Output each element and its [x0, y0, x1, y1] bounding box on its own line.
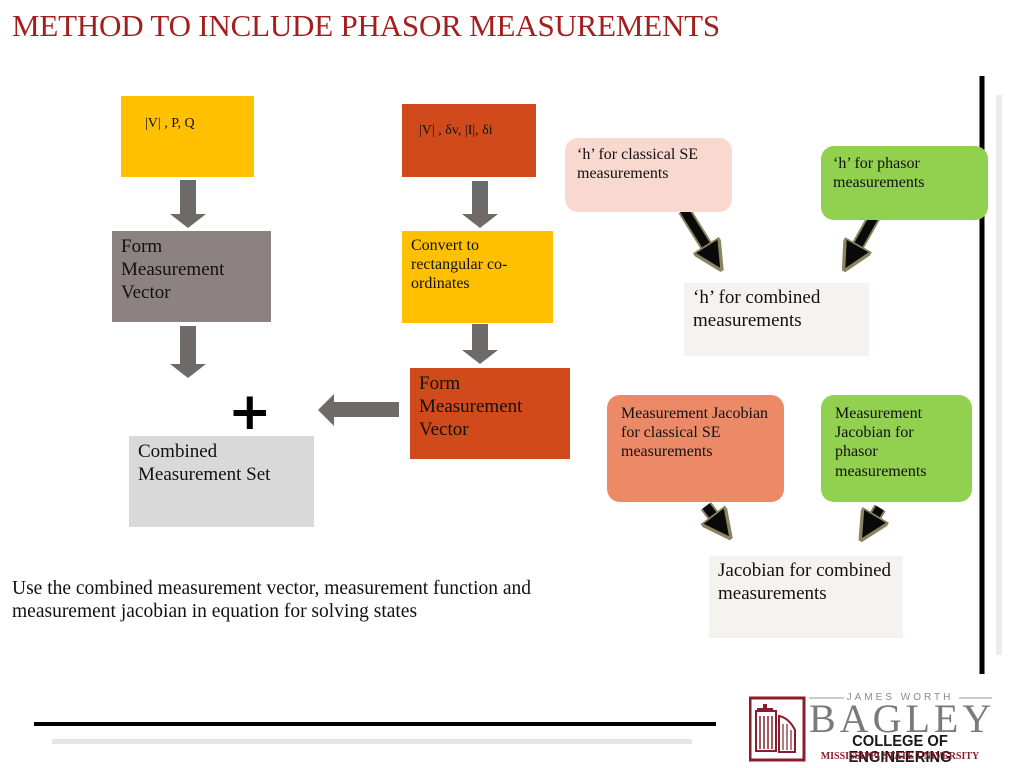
logo-top-line: JAMES WORTH	[846, 692, 954, 703]
plus-sign: +	[228, 382, 272, 442]
convert-label: Convert to rectangular co-ordinates	[411, 237, 508, 293]
h-classical-box: ‘h’ for classical SE measurements	[565, 138, 732, 212]
combined-set-box: Combined Measurement Set	[129, 436, 314, 527]
summary-text: Use the combined measurement vector, mea…	[12, 578, 532, 623]
arrow-h-classical	[680, 207, 714, 258]
right-shadow-bar	[996, 95, 1002, 655]
arrow-left-merge	[318, 394, 399, 426]
h-combined-box: ‘h’ for combined measurements	[684, 283, 869, 356]
phasor-input-box: |V| , δv, |I|, δi	[402, 104, 536, 177]
jacobian-combined-label: Jacobian for combined measurements	[718, 560, 892, 604]
convert-box: Convert to rectangular co-ordinates	[402, 231, 553, 323]
jacobian-phasor-label: Measurement Jacobian for phasor measurem…	[835, 405, 927, 480]
h-phasor-label: ‘h’ for phasor measurements	[833, 155, 925, 192]
bagley-logo	[749, 696, 992, 762]
classical-input-box: |V| , P, Q	[121, 96, 254, 177]
classical-input-label: |V| , P, Q	[145, 116, 195, 131]
building-icon	[755, 704, 796, 753]
arrow-jac-phasor	[868, 505, 880, 528]
logo-name: BAGLEY	[809, 696, 996, 741]
logo-university: MISSISSIPPI STATE UNIVERSITY	[820, 751, 980, 762]
arrow-jac-classical	[706, 503, 722, 527]
jacobian-classical-label: Measurement Jacobian for classical SE me…	[621, 405, 769, 461]
slide-title: METHOD TO INCLUDE PHASOR MEASUREMENTS	[12, 8, 720, 43]
phasor-input-label: |V| , δv, |I|, δi	[419, 123, 493, 138]
combined-set-label: Combined Measurement Set	[138, 441, 271, 485]
jacobian-classical-box: Measurement Jacobian for classical SE me…	[607, 395, 784, 502]
arrow-down-left-1	[170, 180, 206, 228]
logo-frame	[749, 696, 806, 762]
jacobian-combined-box: Jacobian for combined measurements	[709, 556, 903, 638]
arrow-down-phasor-1	[462, 181, 498, 228]
logo-college: COLLEGE OF ENGINEERING	[848, 733, 952, 766]
form-vector-classical-label: Form Measurement Vector	[121, 236, 225, 303]
form-vector-classical-box: Form Measurement Vector	[112, 231, 271, 322]
h-classical-label: ‘h’ for classical SE measurements	[577, 146, 698, 183]
jacobian-phasor-box: Measurement Jacobian for phasor measurem…	[821, 395, 972, 502]
h-phasor-box: ‘h’ for phasor measurements	[821, 146, 988, 220]
arrow-down-phasor-2	[462, 324, 498, 364]
arrow-down-left-2	[170, 326, 206, 378]
form-vector-phasor-label: Form Measurement Vector	[419, 373, 523, 440]
form-vector-phasor-box: Form Measurement Vector	[410, 368, 570, 459]
bottom-shadow-bar	[52, 739, 692, 744]
h-combined-label: ‘h’ for combined measurements	[693, 287, 821, 331]
